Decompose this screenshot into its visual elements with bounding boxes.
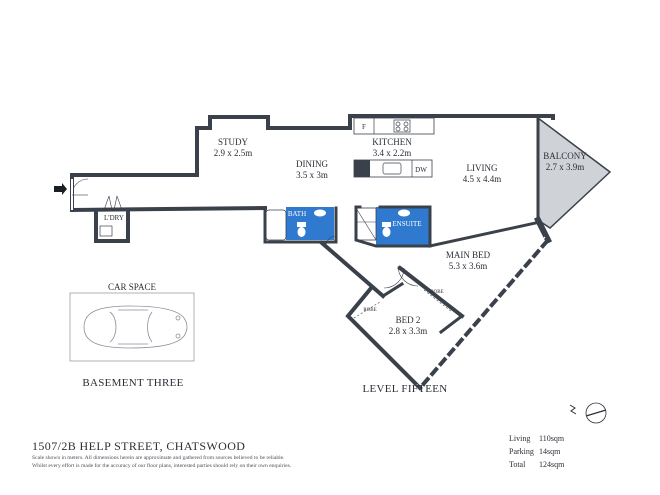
robe-label-main: ROBE: [430, 290, 443, 295]
balcony-floor: [537, 116, 612, 229]
car-space-label: CAR SPACE: [108, 282, 156, 292]
property-address: 1507/2B HELP STREET, CHATSWOOD: [32, 439, 246, 453]
room-name-laundry: L'DRY: [104, 214, 124, 222]
room-name-bath: BATH: [288, 210, 306, 218]
room-dims-study: 2.9 x 2.5m: [214, 148, 253, 158]
bath-wet-area: [286, 207, 334, 240]
toilet-icon: [382, 222, 391, 237]
room-dims-main-bed: 5.3 x 3.6m: [449, 261, 488, 271]
area-label-total: Total: [509, 460, 526, 469]
area-value-living: 110sqm: [539, 434, 565, 443]
disclaimer-line-2: Whilst every effort is made for the accu…: [32, 462, 292, 469]
car-space: [69, 292, 195, 362]
dishwasher-label: DW: [415, 166, 427, 174]
room-dims-kitchen: 3.4 x 2.2m: [373, 148, 412, 158]
area-row-parking: Parking 14sqm: [509, 445, 564, 458]
basement-label: BASEMENT THREE: [82, 377, 183, 389]
room-dims-bed-2: 2.8 x 3.3m: [389, 326, 428, 336]
area-row-total: Total 124sqm: [509, 458, 564, 471]
area-summary: Living 110sqm Parking 14sqm Total 124sqm: [509, 432, 564, 471]
room-dims-dining: 3.5 x 3m: [296, 170, 328, 180]
room-name-balcony: BALCONY: [543, 151, 587, 161]
area-label-parking: Parking: [509, 447, 534, 456]
room-name-kitchen: KITCHEN: [372, 137, 412, 147]
area-label-living: Living: [509, 434, 531, 443]
toilet-icon: [297, 222, 306, 237]
north-arrow-icon: [569, 402, 607, 424]
room-name-ensuite: ENSUITE: [392, 220, 421, 228]
room-dims-balcony: 2.7 x 3.9m: [546, 162, 585, 172]
room-name-dining: DINING: [296, 159, 328, 169]
room-name-study: STUDY: [218, 137, 249, 147]
room-name-main-bed: MAIN BED: [446, 250, 491, 260]
disclaimer-line-1: Scale shown in meters. All dimensions he…: [32, 455, 285, 461]
car-icon: [83, 305, 188, 349]
laundry-doors: [103, 195, 123, 211]
fridge-label: F: [362, 123, 366, 131]
entry-arrow-icon: [54, 183, 67, 195]
disclaimer: Scale shown in meters. All dimensions he…: [32, 455, 412, 470]
cooktop-icon: [393, 119, 411, 133]
room-name-bed-2: BED 2: [396, 315, 421, 325]
level-label: LEVEL FIFTEEN: [362, 383, 447, 395]
basin-icon: [99, 225, 113, 237]
room-dims-living: 4.5 x 4.4m: [463, 174, 502, 184]
robe-label-bed2: ROBE: [363, 308, 376, 313]
area-value-parking: 14sqm: [539, 447, 561, 456]
room-name-living: LIVING: [467, 163, 498, 173]
area-value-total: 124sqm: [539, 460, 565, 469]
area-row-living: Living 110sqm: [509, 432, 564, 445]
window-glazing: [416, 236, 550, 390]
